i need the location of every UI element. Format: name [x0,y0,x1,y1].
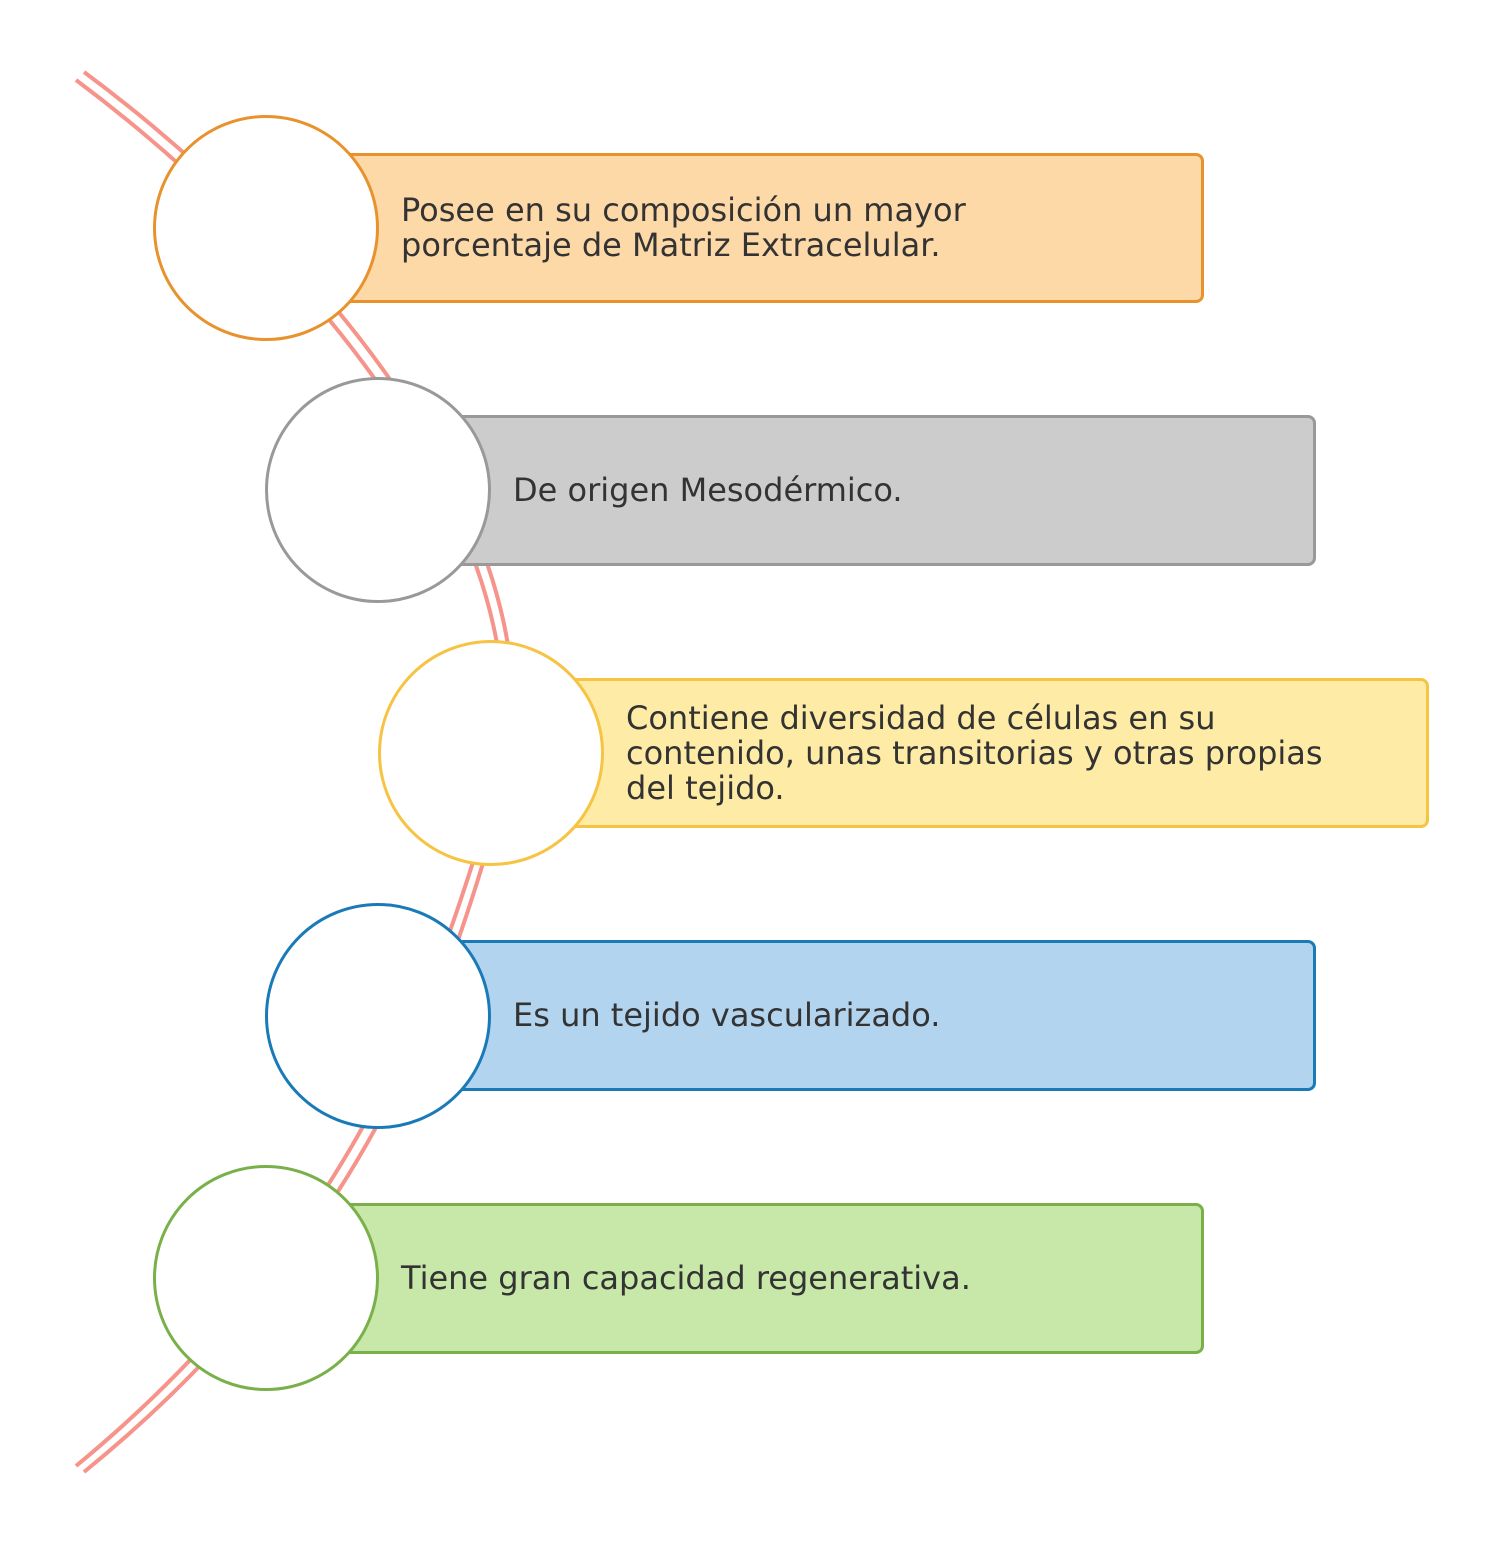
item-text: De origen Mesodérmico. [513,471,903,509]
item-text: Tiene gran capacidad regenerativa. [401,1259,971,1297]
item-text: Posee en su composición un mayor porcent… [401,191,966,264]
item-circle [153,1165,379,1391]
item-text: Contiene diversidad de células en su con… [626,698,1323,807]
item-circle [153,115,379,341]
item-box: Tiene gran capacidad regenerativa. [300,1203,1204,1354]
item-text: Es un tejido vascularizado. [513,996,941,1034]
item-box: Contiene diversidad de células en su con… [525,678,1429,828]
item-circle [378,640,604,866]
item-box: De origen Mesodérmico. [412,415,1316,566]
item-circle [265,377,491,603]
item-box: Es un tejido vascularizado. [412,940,1316,1091]
item-circle [265,903,491,1129]
item-box: Posee en su composición un mayor porcent… [300,153,1204,303]
